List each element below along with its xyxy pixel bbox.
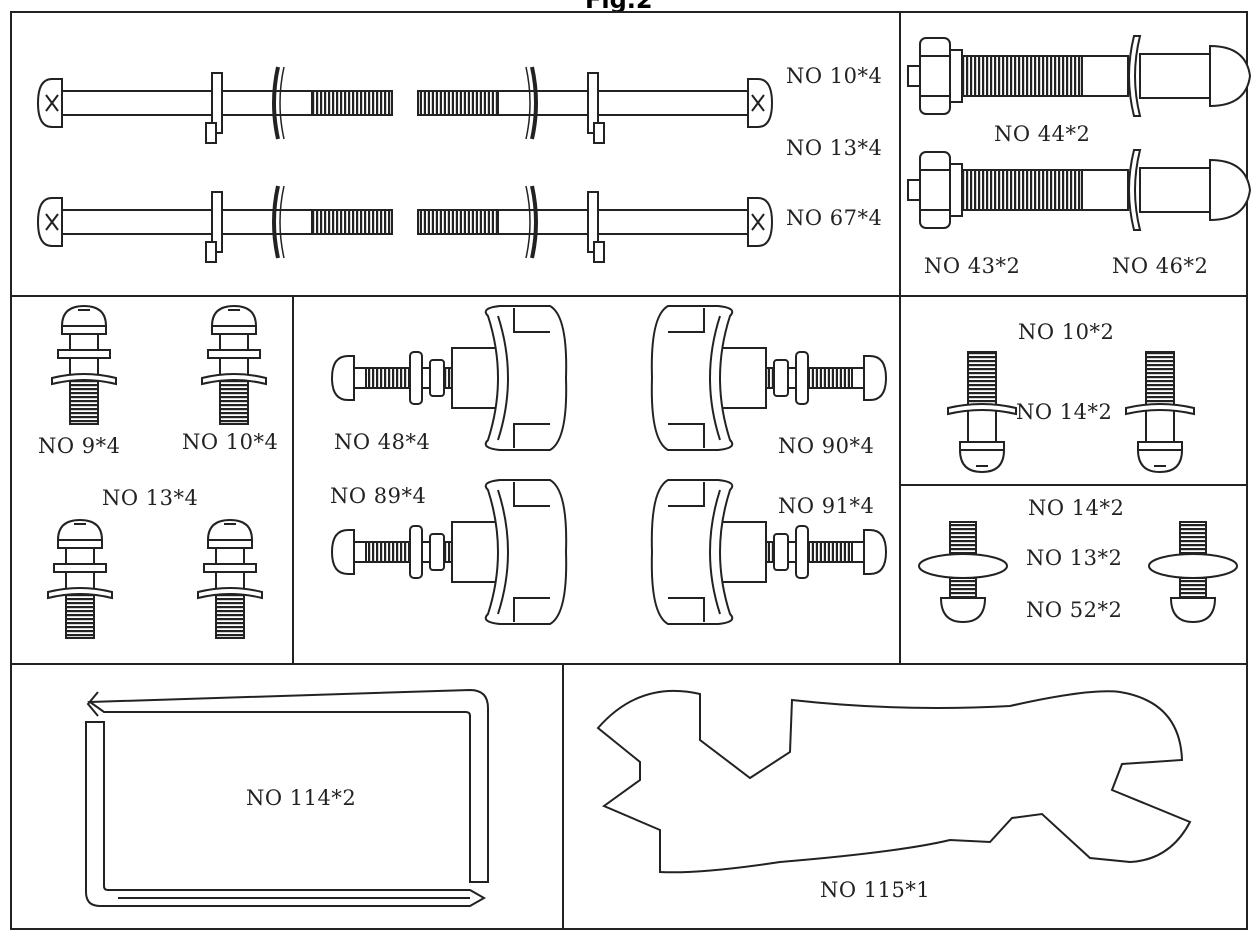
- allen-key-icon: [85, 688, 489, 907]
- part-label: NO 10*4: [182, 430, 279, 454]
- part-label: NO 91*4: [778, 494, 875, 518]
- part-label: NO 43*2: [924, 254, 1021, 278]
- small-screw-icon: [918, 521, 1238, 624]
- part-label: NO 14*2: [1028, 496, 1125, 520]
- part-label: NO 14*2: [1016, 400, 1113, 424]
- part-label: NO 46*2: [1112, 254, 1209, 278]
- long-bolt-icon: [36, 65, 774, 264]
- part-label: NO 67*4: [786, 206, 883, 230]
- wrench-icon: [596, 689, 1192, 874]
- part-label: NO 44*2: [994, 122, 1091, 146]
- part-label: NO 48*4: [334, 430, 431, 454]
- part-label: NO 10*4: [786, 64, 883, 88]
- part-label: NO 89*4: [330, 484, 427, 508]
- part-label: NO 13*4: [786, 136, 883, 160]
- figure-title: Fig.2: [585, 0, 653, 14]
- knob-bolt-icon: [331, 305, 887, 625]
- small-screw-icon: [47, 305, 267, 639]
- part-label: NO 115*1: [820, 878, 931, 902]
- part-label: NO 52*2: [1026, 598, 1123, 622]
- part-label: NO 114*2: [246, 786, 357, 810]
- outer-frame: [10, 11, 1248, 930]
- part-label: NO 13*4: [102, 486, 199, 510]
- part-label: NO 9*4: [38, 434, 121, 458]
- part-label: NO 90*4: [778, 434, 875, 458]
- part-label: NO 10*2: [1018, 320, 1115, 344]
- part-label: NO 13*2: [1026, 546, 1123, 570]
